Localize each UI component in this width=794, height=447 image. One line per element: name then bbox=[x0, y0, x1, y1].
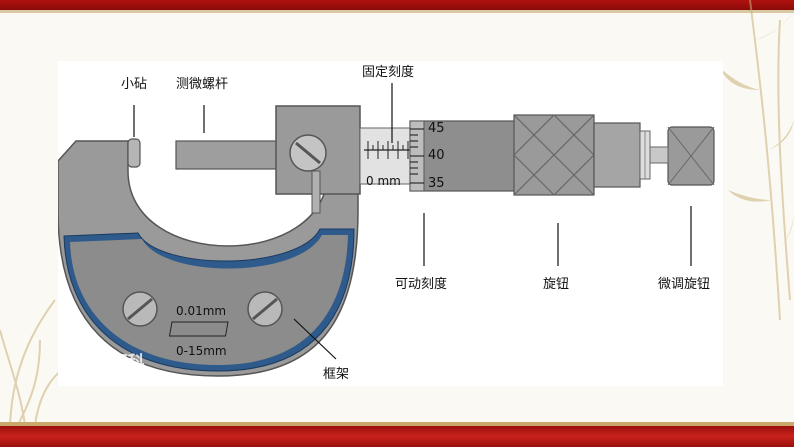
knob-knurl bbox=[513, 114, 595, 196]
frame-precision-text: 0.01mm bbox=[176, 304, 227, 318]
leader-lines bbox=[133, 83, 692, 360]
fixed-scale-unit: 0 mm bbox=[366, 174, 401, 188]
bottom-gold-line bbox=[0, 422, 794, 426]
thimble-number-40: 40 bbox=[428, 148, 445, 163]
top-gold-line bbox=[0, 10, 794, 13]
frame-screw-right bbox=[247, 291, 283, 327]
frame-range-text: 0-15mm bbox=[176, 344, 227, 358]
anvil bbox=[127, 138, 141, 168]
label-fine-knob: 微调旋钮 bbox=[658, 277, 711, 292]
lock-knob bbox=[289, 134, 327, 214]
bottom-red-bar bbox=[0, 426, 794, 447]
thimble-number-35: 35 bbox=[428, 176, 445, 191]
label-knob: 旋钮 bbox=[543, 277, 570, 292]
bamboo-decoration-right bbox=[720, 0, 794, 321]
label-anvil: 小砧 bbox=[121, 77, 148, 92]
label-fixed-scale: 固定刻度 bbox=[362, 65, 415, 80]
top-red-bar bbox=[0, 0, 794, 10]
micrometer-diagram bbox=[57, 83, 715, 377]
thimble-number-45: 45 bbox=[428, 121, 445, 136]
thimble-scale-ticks bbox=[410, 128, 424, 184]
spindle-rod bbox=[175, 140, 279, 170]
watermark-logo: Bai百科 bbox=[86, 353, 144, 372]
label-spindle: 测微螺杆 bbox=[176, 77, 229, 92]
label-movable-scale: 可动刻度 bbox=[395, 277, 448, 292]
diagram-panel: 0 mm 45 40 35 0.01mm 0-15mm bbox=[57, 61, 723, 386]
frame-screw-left bbox=[122, 291, 158, 327]
thimble bbox=[409, 120, 519, 192]
label-frame: 框架 bbox=[323, 367, 350, 382]
frame-plate-inner bbox=[70, 235, 348, 365]
